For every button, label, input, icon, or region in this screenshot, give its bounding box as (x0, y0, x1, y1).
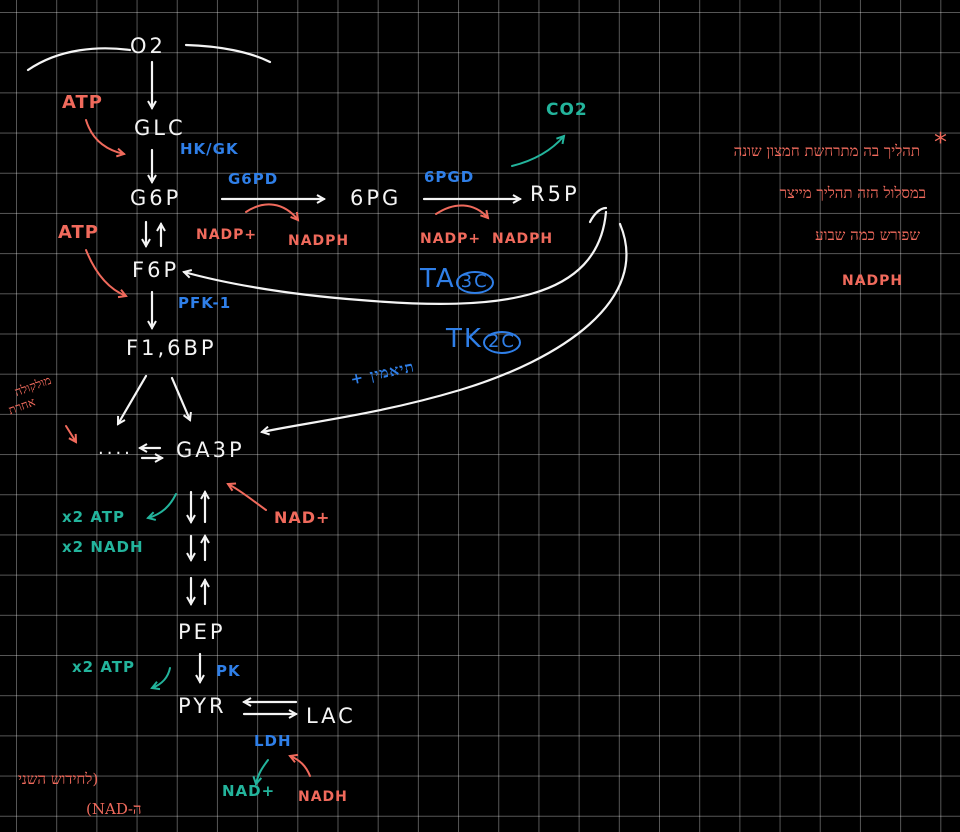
6pg-label: 6PG (350, 186, 402, 210)
o2-bracket-right (184, 43, 272, 64)
dots-label: .... (98, 438, 133, 459)
ppp-note-line-3: שפורש כמה שבוע (815, 226, 920, 244)
glc-label: GLC (134, 116, 186, 140)
hk-gk-label: HK/GK (180, 140, 239, 158)
arrow-f16bp-left (116, 374, 148, 424)
arrow-atp-f6p (85, 249, 126, 296)
nadh-ldh-label: NADH (298, 789, 348, 805)
nadp-label-1: NADP+ (196, 227, 258, 243)
nad-plus-ldh-label: NAD+ (222, 782, 276, 800)
ga3p-label: GA3P (176, 438, 245, 462)
pyr-label: PYR (178, 694, 227, 718)
nadph-label-1: NADPH (288, 233, 350, 249)
r5p-label: R5P (530, 182, 580, 206)
atp-label-2: ATP (58, 222, 100, 243)
pfk1-label: PFK-1 (178, 294, 232, 312)
pk-label: PK (216, 662, 241, 680)
f6p-label: F6P (132, 258, 180, 282)
arrow-f16bp-right (170, 376, 190, 420)
o2-bracket-arrow (26, 47, 132, 72)
arrow-atp-glc (85, 119, 124, 154)
arrow-ta-r5p-f6p (184, 210, 608, 306)
ppp-note-line-2: במסלול הזה תהליך מייצר (779, 184, 926, 202)
nadph-label-2: NADPH (492, 231, 554, 247)
arrow-nadp-nadph-1 (245, 203, 298, 220)
lac-label: LAC (306, 704, 356, 728)
arrow-nad-ga3p (228, 484, 267, 511)
ta-carbon-circle: 3C (455, 271, 494, 294)
tk-carbon-circle: 2C (482, 331, 521, 354)
ldh-label: LDH (254, 732, 292, 750)
pep-label: PEP (178, 620, 226, 644)
g6p-label: G6P (130, 186, 182, 210)
note-star: * (934, 128, 947, 158)
tk-text: TK (446, 324, 483, 354)
nadh-yield-label: x2 NADH (62, 538, 144, 556)
ppp-note-line-4: NADPH (842, 273, 904, 289)
atp-label-1: ATP (62, 92, 104, 113)
ppp-note-line-1: תהליך בה מתרחשת חמצון שונה (733, 142, 920, 160)
ta-text: TA (420, 264, 456, 294)
regen-note-line-1: (לחידוש השני (18, 770, 99, 788)
nadp-label-2: NADP+ (420, 231, 482, 247)
arrow-ldh-nad (256, 759, 269, 784)
arrow-side-note (65, 425, 76, 442)
arrow-atp-yield (148, 493, 177, 518)
o2-label: O2 (130, 34, 166, 58)
atp-yield-label: x2 ATP (62, 508, 126, 526)
pyr-atp-yield-label: x2 ATP (72, 658, 136, 676)
arrow-nadp-nadph-2 (435, 204, 488, 218)
arrow-tk-r5p-ga3p (262, 222, 628, 432)
co2-label: CO2 (546, 100, 588, 120)
arrow-pyr-atp-yield (152, 667, 171, 688)
arrow-co2-release (511, 136, 564, 167)
g6pd-label: G6PD (228, 170, 279, 188)
arrow-nadh-ldh (290, 756, 311, 777)
6pgd-label: 6PGD (424, 168, 475, 186)
f16bp-label: F1,6BP (126, 336, 217, 360)
regen-note-line-2: ה-NAD) (86, 800, 142, 818)
nad-plus-label: NAD+ (274, 508, 331, 527)
